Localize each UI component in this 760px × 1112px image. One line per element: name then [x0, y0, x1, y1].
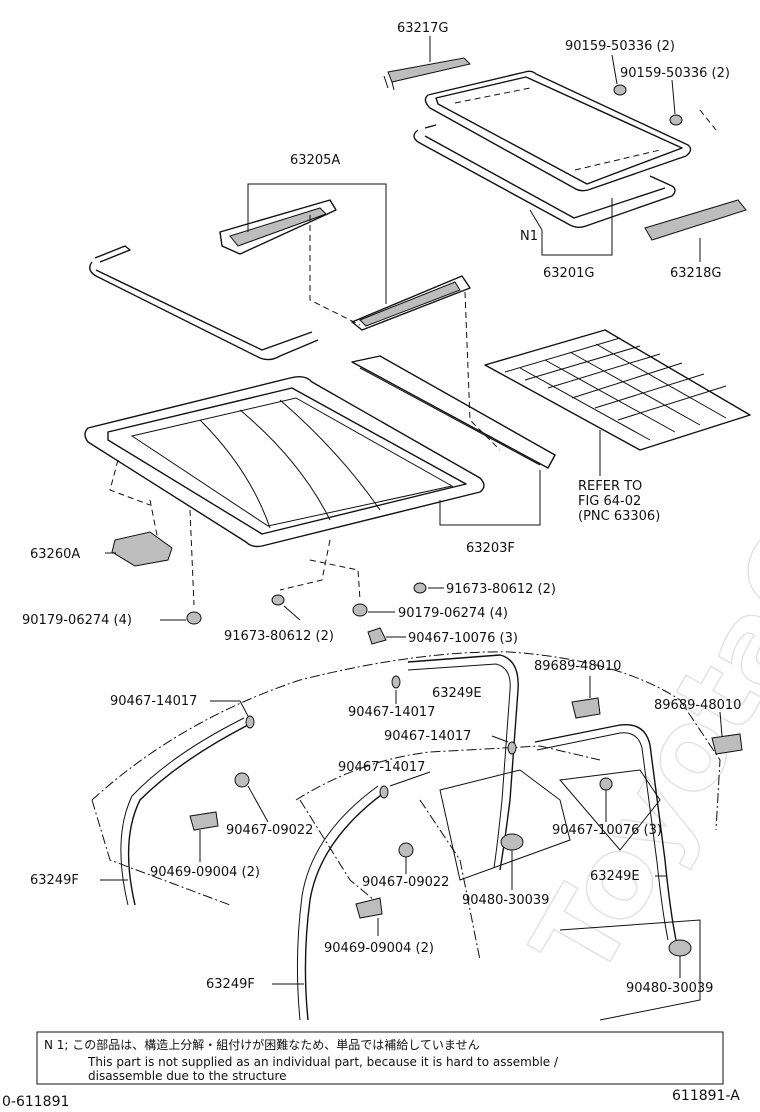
- label-63249F-b: 63249F: [206, 977, 255, 992]
- label-90467-09022-b: 90467-09022: [362, 875, 449, 890]
- label-N1: N1: [520, 229, 538, 244]
- label-90467-14017-d: 90467-14017: [338, 760, 425, 775]
- hose-63249F-left[interactable]: [120, 717, 251, 906]
- label-90467-14017-a: 90467-14017: [110, 694, 197, 709]
- note-english-2: disassemble due to the structure: [88, 1069, 287, 1083]
- note-japanese: N 1; この部品は、構造上分解・組付けが困難なため、単品では補給していません: [44, 1037, 480, 1052]
- label-63260A: 63260A: [30, 547, 80, 562]
- label-90179-06274-a: 90179-06274 (4): [22, 613, 132, 628]
- sunshade-panel[interactable]: [484, 329, 751, 451]
- label-90179-06274-b: 90179-06274 (4): [398, 606, 508, 621]
- label-90159-50336-a: 90159-50336 (2): [565, 39, 675, 54]
- bracket-89689-a[interactable]: [571, 676, 601, 719]
- bolt-91673-a[interactable]: [413, 582, 444, 594]
- bracket-89689-b[interactable]: [711, 711, 743, 755]
- clamp-90467-10076-a[interactable]: [367, 627, 406, 645]
- label-refer-2: FIG 64-02: [578, 494, 641, 509]
- label-refer-1: REFER TO: [578, 479, 642, 494]
- hose-63249E-rear[interactable]: [534, 723, 677, 941]
- label-90467-09022-a: 90467-09022: [226, 823, 313, 838]
- clamp-90467-14017-d[interactable]: [379, 771, 431, 799]
- bracket-90469-a[interactable]: [189, 811, 219, 862]
- grommet-90480-b[interactable]: [668, 939, 692, 978]
- clip-90467-09022-a[interactable]: [234, 772, 269, 823]
- label-90467-14017-c: 90467-14017: [384, 729, 471, 744]
- part-63205A[interactable]: [89, 199, 471, 361]
- label-63249F-a: 63249F: [30, 873, 79, 888]
- bolt-90159-a[interactable]: [611, 54, 627, 96]
- footer-right-code: 611891-A: [672, 1088, 740, 1104]
- label-63218G: 63218G: [670, 266, 721, 281]
- sunroof-glass-assembly[interactable]: [413, 70, 717, 228]
- label-91673-80612-a: 91673-80612 (2): [446, 582, 556, 597]
- clip-90467-09022-b[interactable]: [398, 842, 414, 874]
- label-90469-09004-a: 90469-09004 (2): [150, 865, 260, 880]
- part-63260A-motor[interactable]: [105, 531, 173, 567]
- grommet-90480-a[interactable]: [500, 833, 524, 890]
- part-63217G[interactable]: [383, 36, 471, 91]
- label-63203F: 63203F: [466, 541, 515, 556]
- label-90469-09004-b: 90469-09004 (2): [324, 941, 434, 956]
- hose-63249F-right[interactable]: [296, 785, 386, 1021]
- label-90480-30039-b: 90480-30039: [626, 981, 713, 996]
- label-90467-10076-b: 90467-10076 (3): [552, 823, 662, 838]
- label-63249E-a: 63249E: [432, 686, 482, 701]
- bracket-90469-b[interactable]: [355, 897, 383, 936]
- car-body-outline: [91, 651, 721, 1021]
- label-90480-30039-a: 90480-30039: [462, 893, 549, 908]
- bolt-90159-b[interactable]: [669, 79, 683, 126]
- bolt-91673-b[interactable]: [271, 594, 301, 621]
- part-63218G[interactable]: [644, 199, 747, 262]
- label-63205A: 63205A: [290, 153, 340, 168]
- label-90467-14017-b: 90467-14017: [348, 705, 435, 720]
- label-refer-3: (PNC 63306): [578, 509, 660, 524]
- clip-90179-b[interactable]: [352, 603, 395, 617]
- clip-90179-a[interactable]: [160, 611, 202, 625]
- part-63203F-housing[interactable]: [84, 355, 556, 548]
- label-63249E-b: 63249E: [590, 869, 640, 884]
- label-89689-48010-a: 89689-48010: [534, 659, 621, 674]
- note-box: N 1; この部品は、構造上分解・組付けが困難なため、単品では補給していません …: [36, 1031, 724, 1085]
- label-91673-80612-b: 91673-80612 (2): [224, 629, 334, 644]
- label-90467-10076-a: 90467-10076 (3): [408, 631, 518, 646]
- label-63201G: 63201G: [543, 266, 594, 281]
- clamp-90467-14017-a[interactable]: [391, 675, 401, 704]
- label-90159-50336-b: 90159-50336 (2): [620, 66, 730, 81]
- clamp-90467-14017-c[interactable]: [491, 735, 517, 755]
- label-63217G: 63217G: [397, 21, 448, 36]
- clamp-90467-14017-b[interactable]: [210, 700, 255, 729]
- label-89689-48010-b: 89689-48010: [654, 698, 741, 713]
- footer-left-code: 0-611891: [2, 1094, 69, 1110]
- clip-90467-10076-b[interactable]: [599, 777, 613, 822]
- note-english-1: This part is not supplied as an individu…: [87, 1055, 559, 1069]
